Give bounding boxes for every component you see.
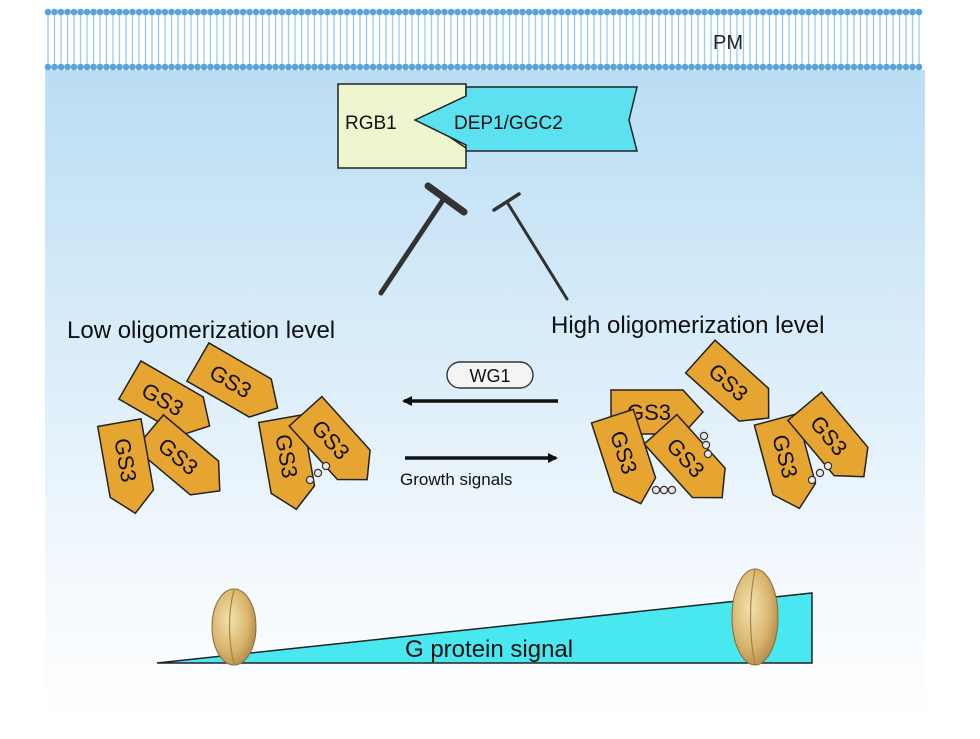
linker-bead xyxy=(659,485,669,495)
gs3-shape xyxy=(753,412,817,510)
rgb1-dep1-complex xyxy=(337,83,638,169)
linker-bead xyxy=(815,468,825,478)
rgb1-label: RGB1 xyxy=(345,113,397,134)
small-grain-seed xyxy=(211,588,257,666)
gs3-shape xyxy=(684,339,770,422)
gs3-protein: GS3 xyxy=(753,412,817,510)
wg1-badge xyxy=(446,361,534,389)
gs3-shape xyxy=(96,417,155,515)
growth-signals-label: Growth signals xyxy=(400,470,512,489)
linker-bead xyxy=(321,461,331,471)
dep1-subunit xyxy=(413,86,638,152)
gs3-shape xyxy=(590,408,657,505)
g-protein-signal-label: G protein signal xyxy=(405,636,573,663)
inhibition-low xyxy=(378,182,468,296)
gs3-protein: GS3 xyxy=(185,341,279,418)
gs3-protein: GS3 xyxy=(590,408,657,505)
linker-bead xyxy=(651,485,661,495)
gs3-protein: GS3 xyxy=(96,417,155,515)
linker-beads xyxy=(305,431,833,495)
linker-bead xyxy=(313,468,323,478)
dep1-label: DEP1/GGC2 xyxy=(454,113,563,134)
linker-bead xyxy=(703,449,713,459)
large-grain-seed xyxy=(731,568,779,666)
wg1-label: WG1 xyxy=(469,366,510,386)
gs3-protein: GS3 xyxy=(117,359,211,436)
gs3-shape xyxy=(786,391,869,478)
gs3-shape xyxy=(185,341,279,418)
linker-bead xyxy=(667,485,677,495)
membrane-label: PM xyxy=(713,32,743,54)
plasma-membrane xyxy=(44,8,925,71)
linker-bead xyxy=(807,475,817,485)
linker-bead xyxy=(305,475,315,485)
linker-bead xyxy=(823,461,833,471)
low-oligomerization-title: Low oligomerization level xyxy=(67,317,335,344)
gs3-shape xyxy=(643,413,726,499)
high-oligomerization-title: High oligomerization level xyxy=(551,312,824,339)
gs3-shape xyxy=(288,395,371,481)
g-protein-signal-wedge xyxy=(156,592,813,664)
inhibition-high xyxy=(492,192,569,301)
gs3-shape xyxy=(117,359,211,436)
linker-bead xyxy=(699,431,709,441)
linker-bead xyxy=(701,440,711,450)
